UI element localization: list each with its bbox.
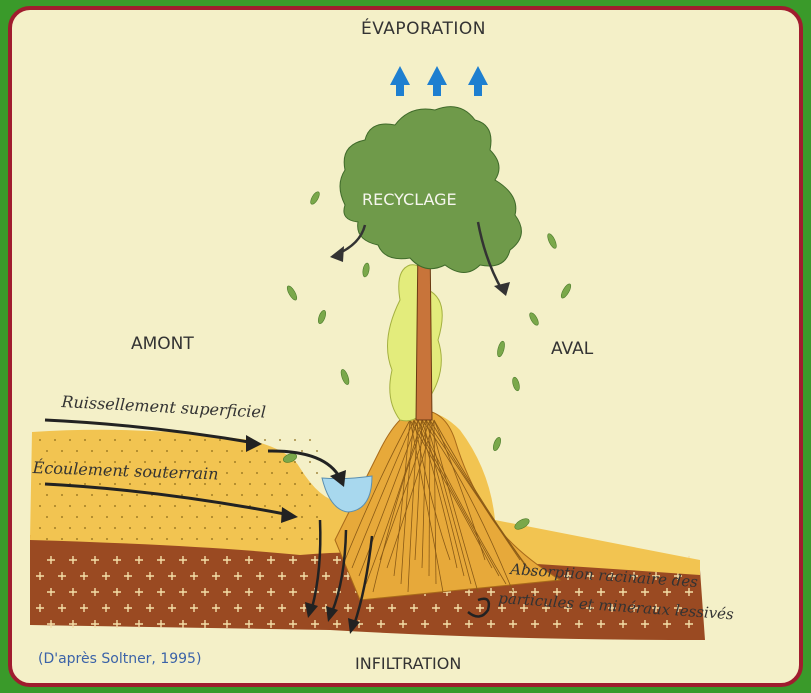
amont-label: AMONT [131, 334, 194, 354]
evaporation-label: ÉVAPORATION [361, 19, 486, 39]
shrub [388, 265, 443, 421]
infiltration-label: INFILTRATION [355, 654, 461, 673]
aval-label: AVAL [551, 339, 593, 359]
source-citation: (D'après Soltner, 1995) [38, 651, 201, 667]
evaporation-arrows [390, 66, 488, 96]
recyclage-label: RECYCLAGE [362, 190, 457, 209]
